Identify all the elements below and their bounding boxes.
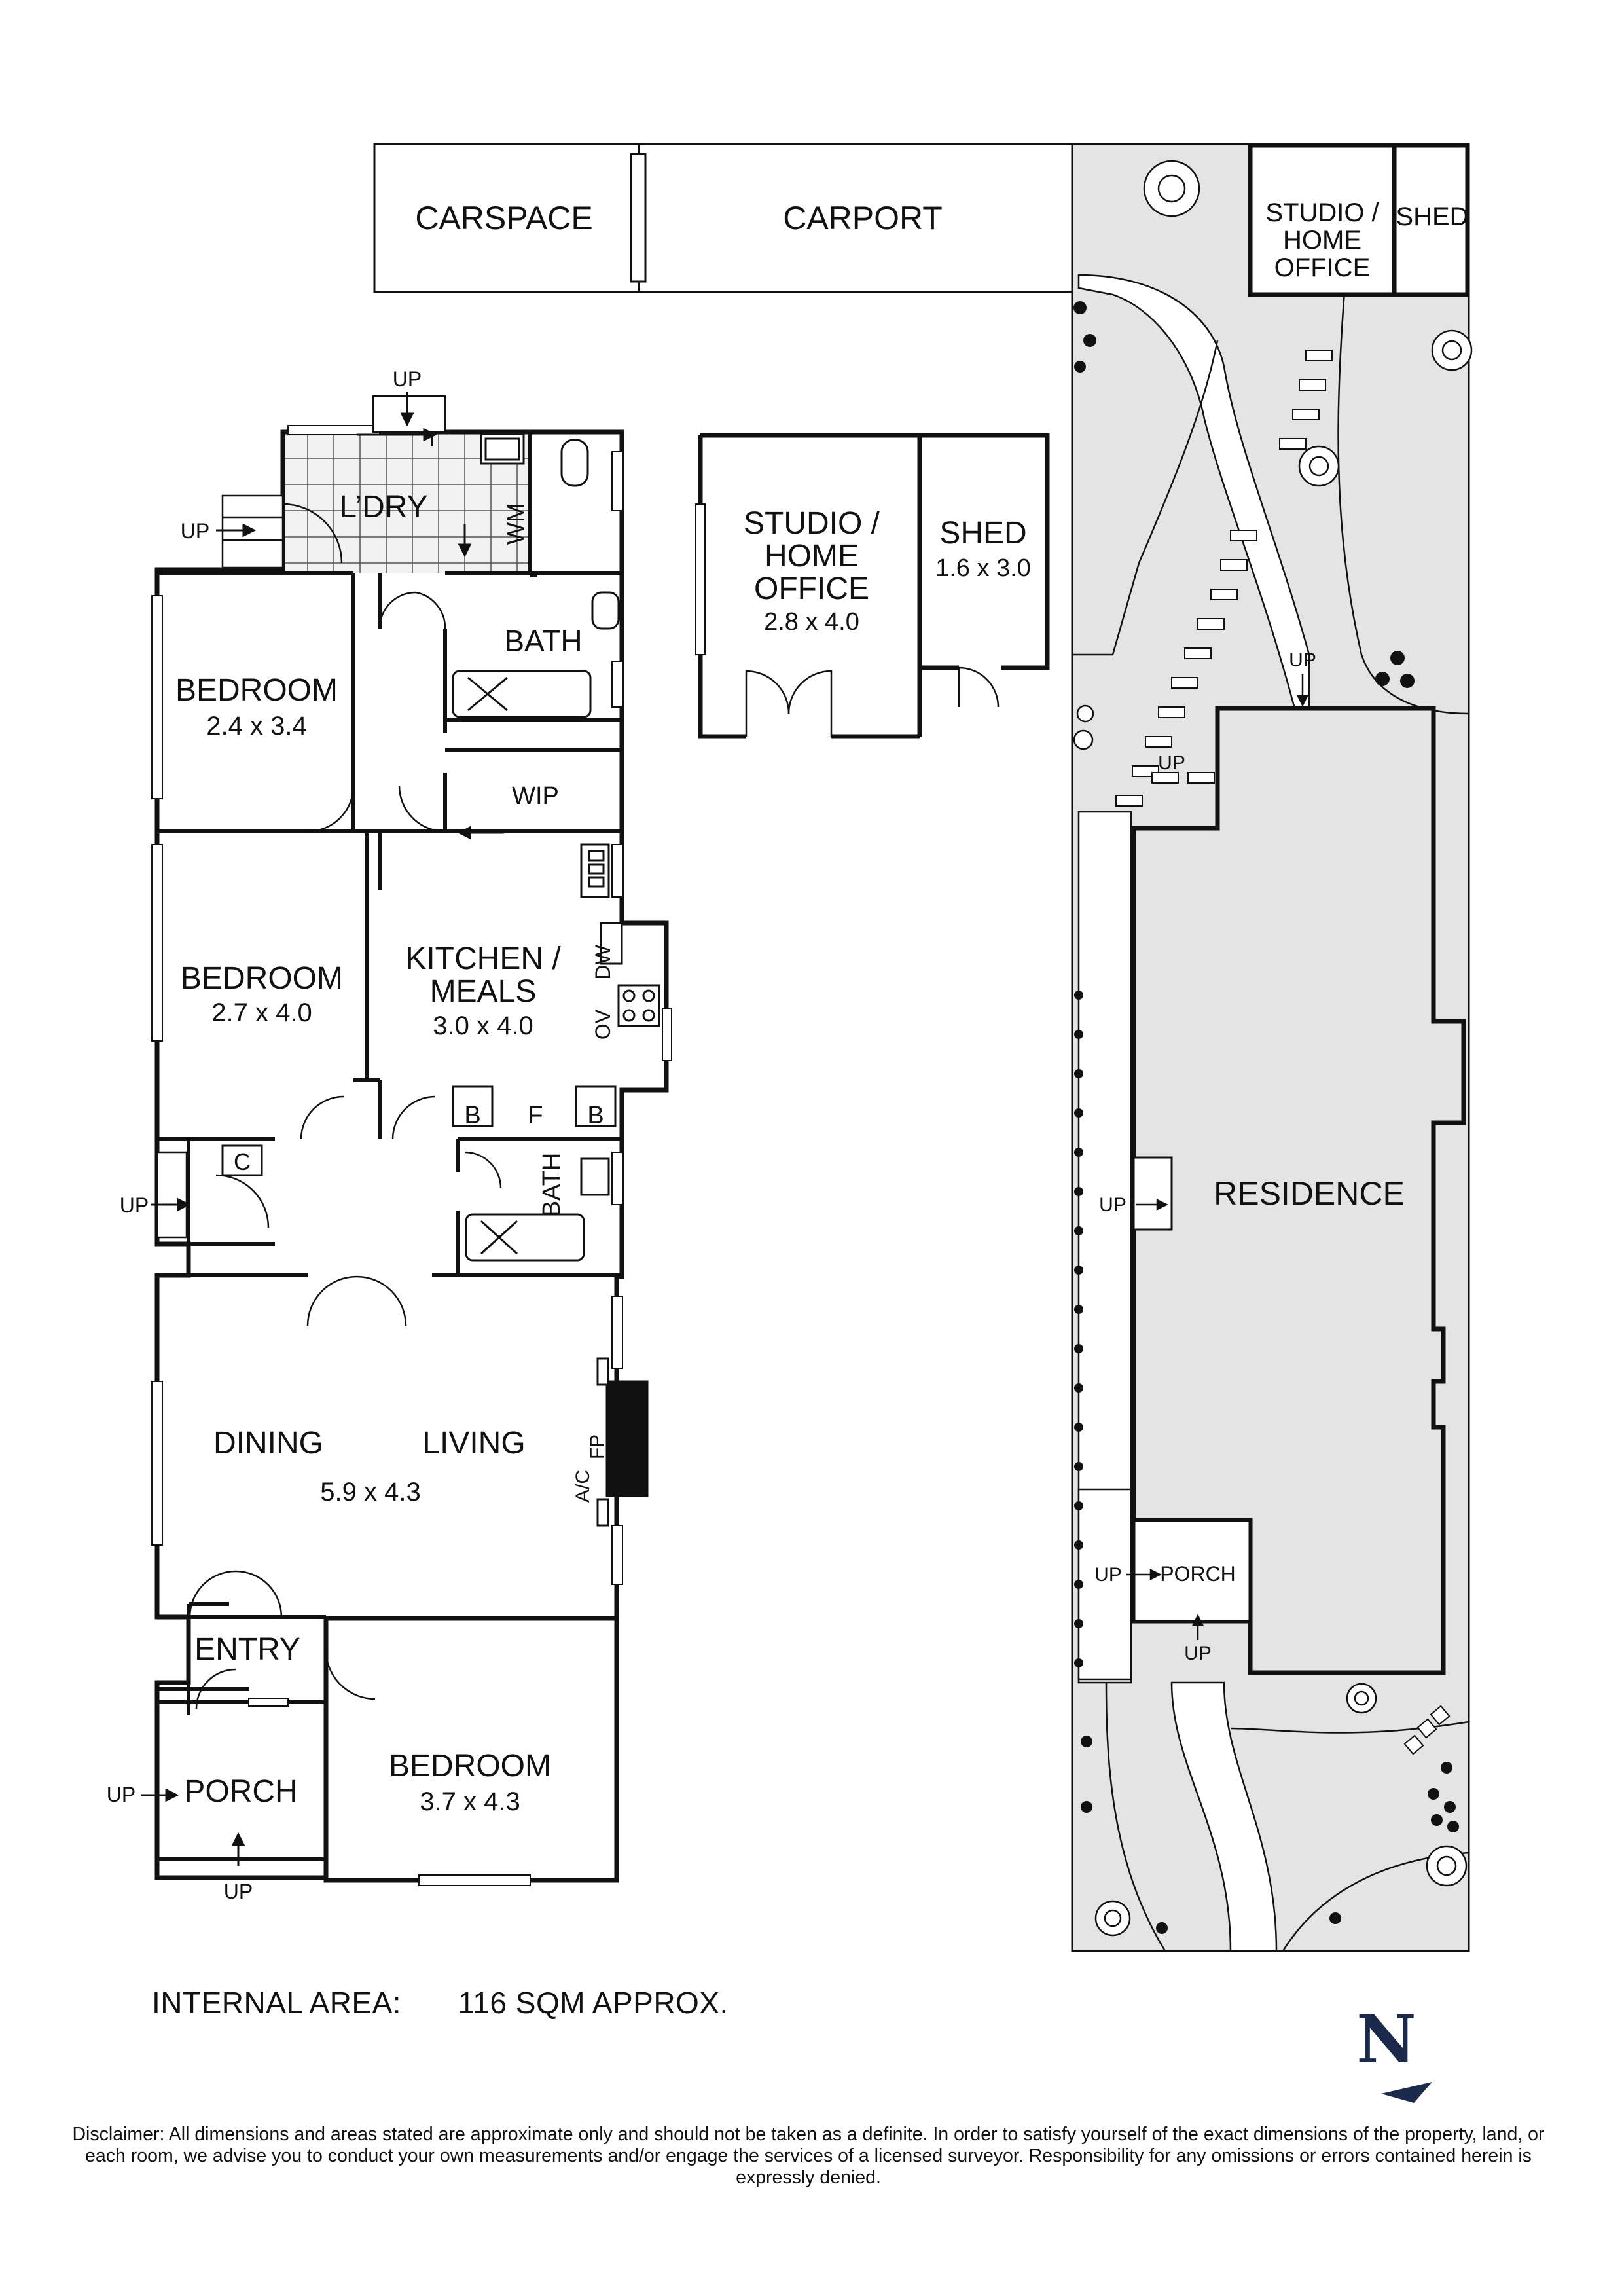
windows xyxy=(151,425,672,1886)
site-up-label-rear-steps: UP xyxy=(1158,752,1185,774)
site-porch-label: PORCH xyxy=(1160,1562,1236,1586)
up-label-porch-front: UP xyxy=(224,1880,253,1903)
site-studio-label-line2: HOME xyxy=(1283,226,1361,255)
internal-area-value: 116 SQM APPROX. xyxy=(458,1986,729,2020)
internal-area: INTERNAL AREA: 116 SQM APPROX. xyxy=(152,1985,729,2020)
porch-label: PORCH xyxy=(184,1774,297,1809)
shed-label: SHED xyxy=(939,516,1026,551)
site-up-label-porch-front: UP xyxy=(1184,1643,1212,1664)
site-studio-label-line3: OFFICE xyxy=(1274,253,1371,282)
ac-label: A/C xyxy=(572,1470,594,1503)
bedroom3-label: BEDROOM xyxy=(389,1749,551,1783)
kitchen-label-line1: KITCHEN / xyxy=(405,941,561,976)
studio-dimensions: 2.8 x 4.0 xyxy=(764,608,859,636)
site-up-label-porch-side: UP xyxy=(1094,1564,1122,1586)
north-letter: N xyxy=(1356,2001,1416,2078)
carport-label: CARPORT xyxy=(783,200,943,236)
living-dimensions: 5.9 x 4.3 xyxy=(320,1478,420,1506)
oven-label: OV xyxy=(591,1009,615,1040)
site-studio-label-line1: STUDIO / xyxy=(1265,198,1379,227)
bedroom2-dimensions: 2.7 x 4.0 xyxy=(211,998,312,1027)
cupboard-label: C xyxy=(234,1148,251,1175)
dishwasher-label: DW xyxy=(591,945,615,980)
interior-walls xyxy=(157,432,622,1861)
bedroom3-dimensions: 3.7 x 4.3 xyxy=(420,1787,520,1816)
bath-upper-label: BATH xyxy=(504,624,582,658)
fireplace-label: FP xyxy=(586,1434,608,1459)
wip-label: WIP xyxy=(512,782,559,810)
fixtures xyxy=(221,433,660,1527)
laundry-label: L’DRY xyxy=(339,490,427,524)
site-plan: STUDIO / HOME OFFICE SHED RESIDENCE PORC… xyxy=(1071,143,1473,1952)
dining-label: DINING xyxy=(213,1426,323,1461)
up-label-side-entry: UP xyxy=(120,1194,149,1217)
site-up-label-rear: UP xyxy=(1289,649,1316,671)
wm-label: WM xyxy=(502,503,529,545)
trees xyxy=(1073,160,1473,1937)
living-label: LIVING xyxy=(422,1426,525,1461)
site-up-label-side: UP xyxy=(1099,1194,1126,1216)
internal-area-label: INTERNAL AREA: xyxy=(152,1986,402,2020)
north-compass: N xyxy=(1356,2001,1432,2103)
carspace-label: CARSPACE xyxy=(415,200,592,236)
stepping-stones xyxy=(1115,350,1451,1755)
bath-lower-label: BATH xyxy=(538,1153,566,1218)
kitchen-dimensions: 3.0 x 4.0 xyxy=(433,1011,533,1040)
door-swings xyxy=(189,503,502,1709)
residence-label: RESIDENCE xyxy=(1214,1175,1405,1212)
site-shed-label: SHED xyxy=(1396,202,1468,231)
shrubs xyxy=(1073,301,1459,1934)
studio-label-line2: HOME xyxy=(765,539,859,574)
up-arrows xyxy=(141,392,504,1866)
bedroom1-dimensions: 2.4 x 3.4 xyxy=(206,712,306,740)
carport-block: CARSPACE CARPORT xyxy=(373,143,1073,293)
studio-shed-block: STUDIO / HOME OFFICE 2.8 x 4.0 SHED 1.6 … xyxy=(695,433,1050,739)
bedroom1-label: BEDROOM xyxy=(175,673,338,708)
up-label-porch-side: UP xyxy=(107,1783,135,1806)
north-arrow-icon xyxy=(1381,2082,1432,2103)
studio-label-line3: OFFICE xyxy=(754,572,869,606)
fridge-label: F xyxy=(528,1102,543,1129)
disclaimer-text: Disclaimer: All dimensions and areas sta… xyxy=(72,2124,1545,2188)
stairs xyxy=(156,395,537,1239)
b-left-label: B xyxy=(464,1102,480,1129)
up-label-laundry-side: UP xyxy=(181,519,209,543)
up-label-laundry-top: UP xyxy=(393,367,422,391)
studio-label-line1: STUDIO / xyxy=(744,506,880,541)
b-right-label: B xyxy=(587,1102,604,1129)
entry-label: ENTRY xyxy=(194,1632,300,1667)
bedroom2-label: BEDROOM xyxy=(181,961,343,996)
shed-dimensions: 1.6 x 3.0 xyxy=(935,555,1031,582)
main-house: L’DRY WM BATH BEDROOM 2.4 x 3.4 WIP BEDR… xyxy=(107,367,672,1903)
kitchen-label-line2: MEALS xyxy=(430,974,537,1009)
